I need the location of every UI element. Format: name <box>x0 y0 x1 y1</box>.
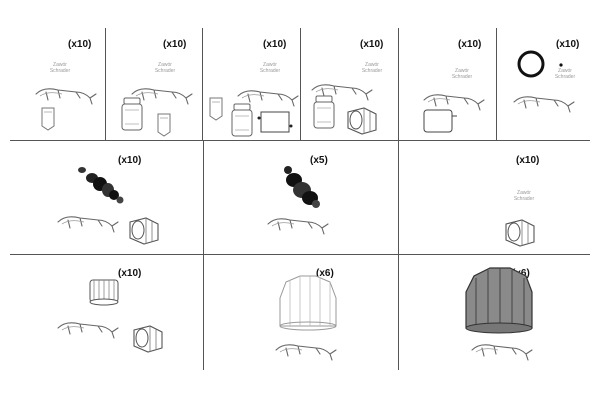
valve-core-icon <box>267 218 329 235</box>
box-icon <box>423 109 457 133</box>
adapter-icon <box>133 325 163 353</box>
column-divider <box>496 28 497 140</box>
quantity-label: (x10) <box>118 268 142 279</box>
valve-cap-icon <box>89 279 119 306</box>
quantity-label: (x10) <box>360 39 384 50</box>
box-icon <box>257 111 293 133</box>
adapter-icon <box>347 107 377 135</box>
valve-core-icon <box>57 322 119 339</box>
quantity-label: (x6) <box>316 268 334 279</box>
valve-core-icon <box>57 216 119 233</box>
valve-core-icon <box>471 344 533 361</box>
column-divider <box>202 28 203 140</box>
adapter-icon <box>505 219 535 247</box>
valve-core-icon <box>35 88 97 105</box>
valve-cap-icon <box>157 113 171 137</box>
column-divider <box>105 28 106 140</box>
quantity-label: (x10) <box>118 155 142 166</box>
container-icon <box>121 97 143 131</box>
adapter-icon <box>129 217 159 245</box>
row-divider <box>10 254 590 255</box>
valve-core-tool-icon <box>78 167 124 204</box>
container-icon <box>231 103 253 137</box>
quantity-label: (x10) <box>556 39 580 50</box>
column-divider <box>398 28 399 140</box>
column-divider <box>398 140 399 370</box>
valve-cap-icon <box>279 275 337 331</box>
quantity-label: (x10) <box>458 39 482 50</box>
valve-core-icon <box>423 94 485 111</box>
valve-cap-icon <box>41 107 55 131</box>
quantity-label: (x5) <box>310 155 328 166</box>
valve-cap-icon <box>209 97 223 121</box>
column-divider <box>300 28 301 140</box>
o-ring-icon <box>517 50 563 78</box>
quantity-label: (x10) <box>516 155 540 166</box>
valve-core-icon <box>131 88 193 105</box>
quantity-label: (x10) <box>263 39 287 50</box>
row-divider <box>10 140 590 141</box>
container-icon <box>313 95 335 129</box>
valve-core-icon <box>275 344 337 361</box>
valve-core-tool-icon <box>284 166 320 208</box>
quantity-label: (x10) <box>68 39 92 50</box>
column-divider <box>203 140 204 370</box>
valve-cap-icon <box>465 267 533 334</box>
quantity-label: (x10) <box>163 39 187 50</box>
valve-core-icon <box>513 96 575 113</box>
